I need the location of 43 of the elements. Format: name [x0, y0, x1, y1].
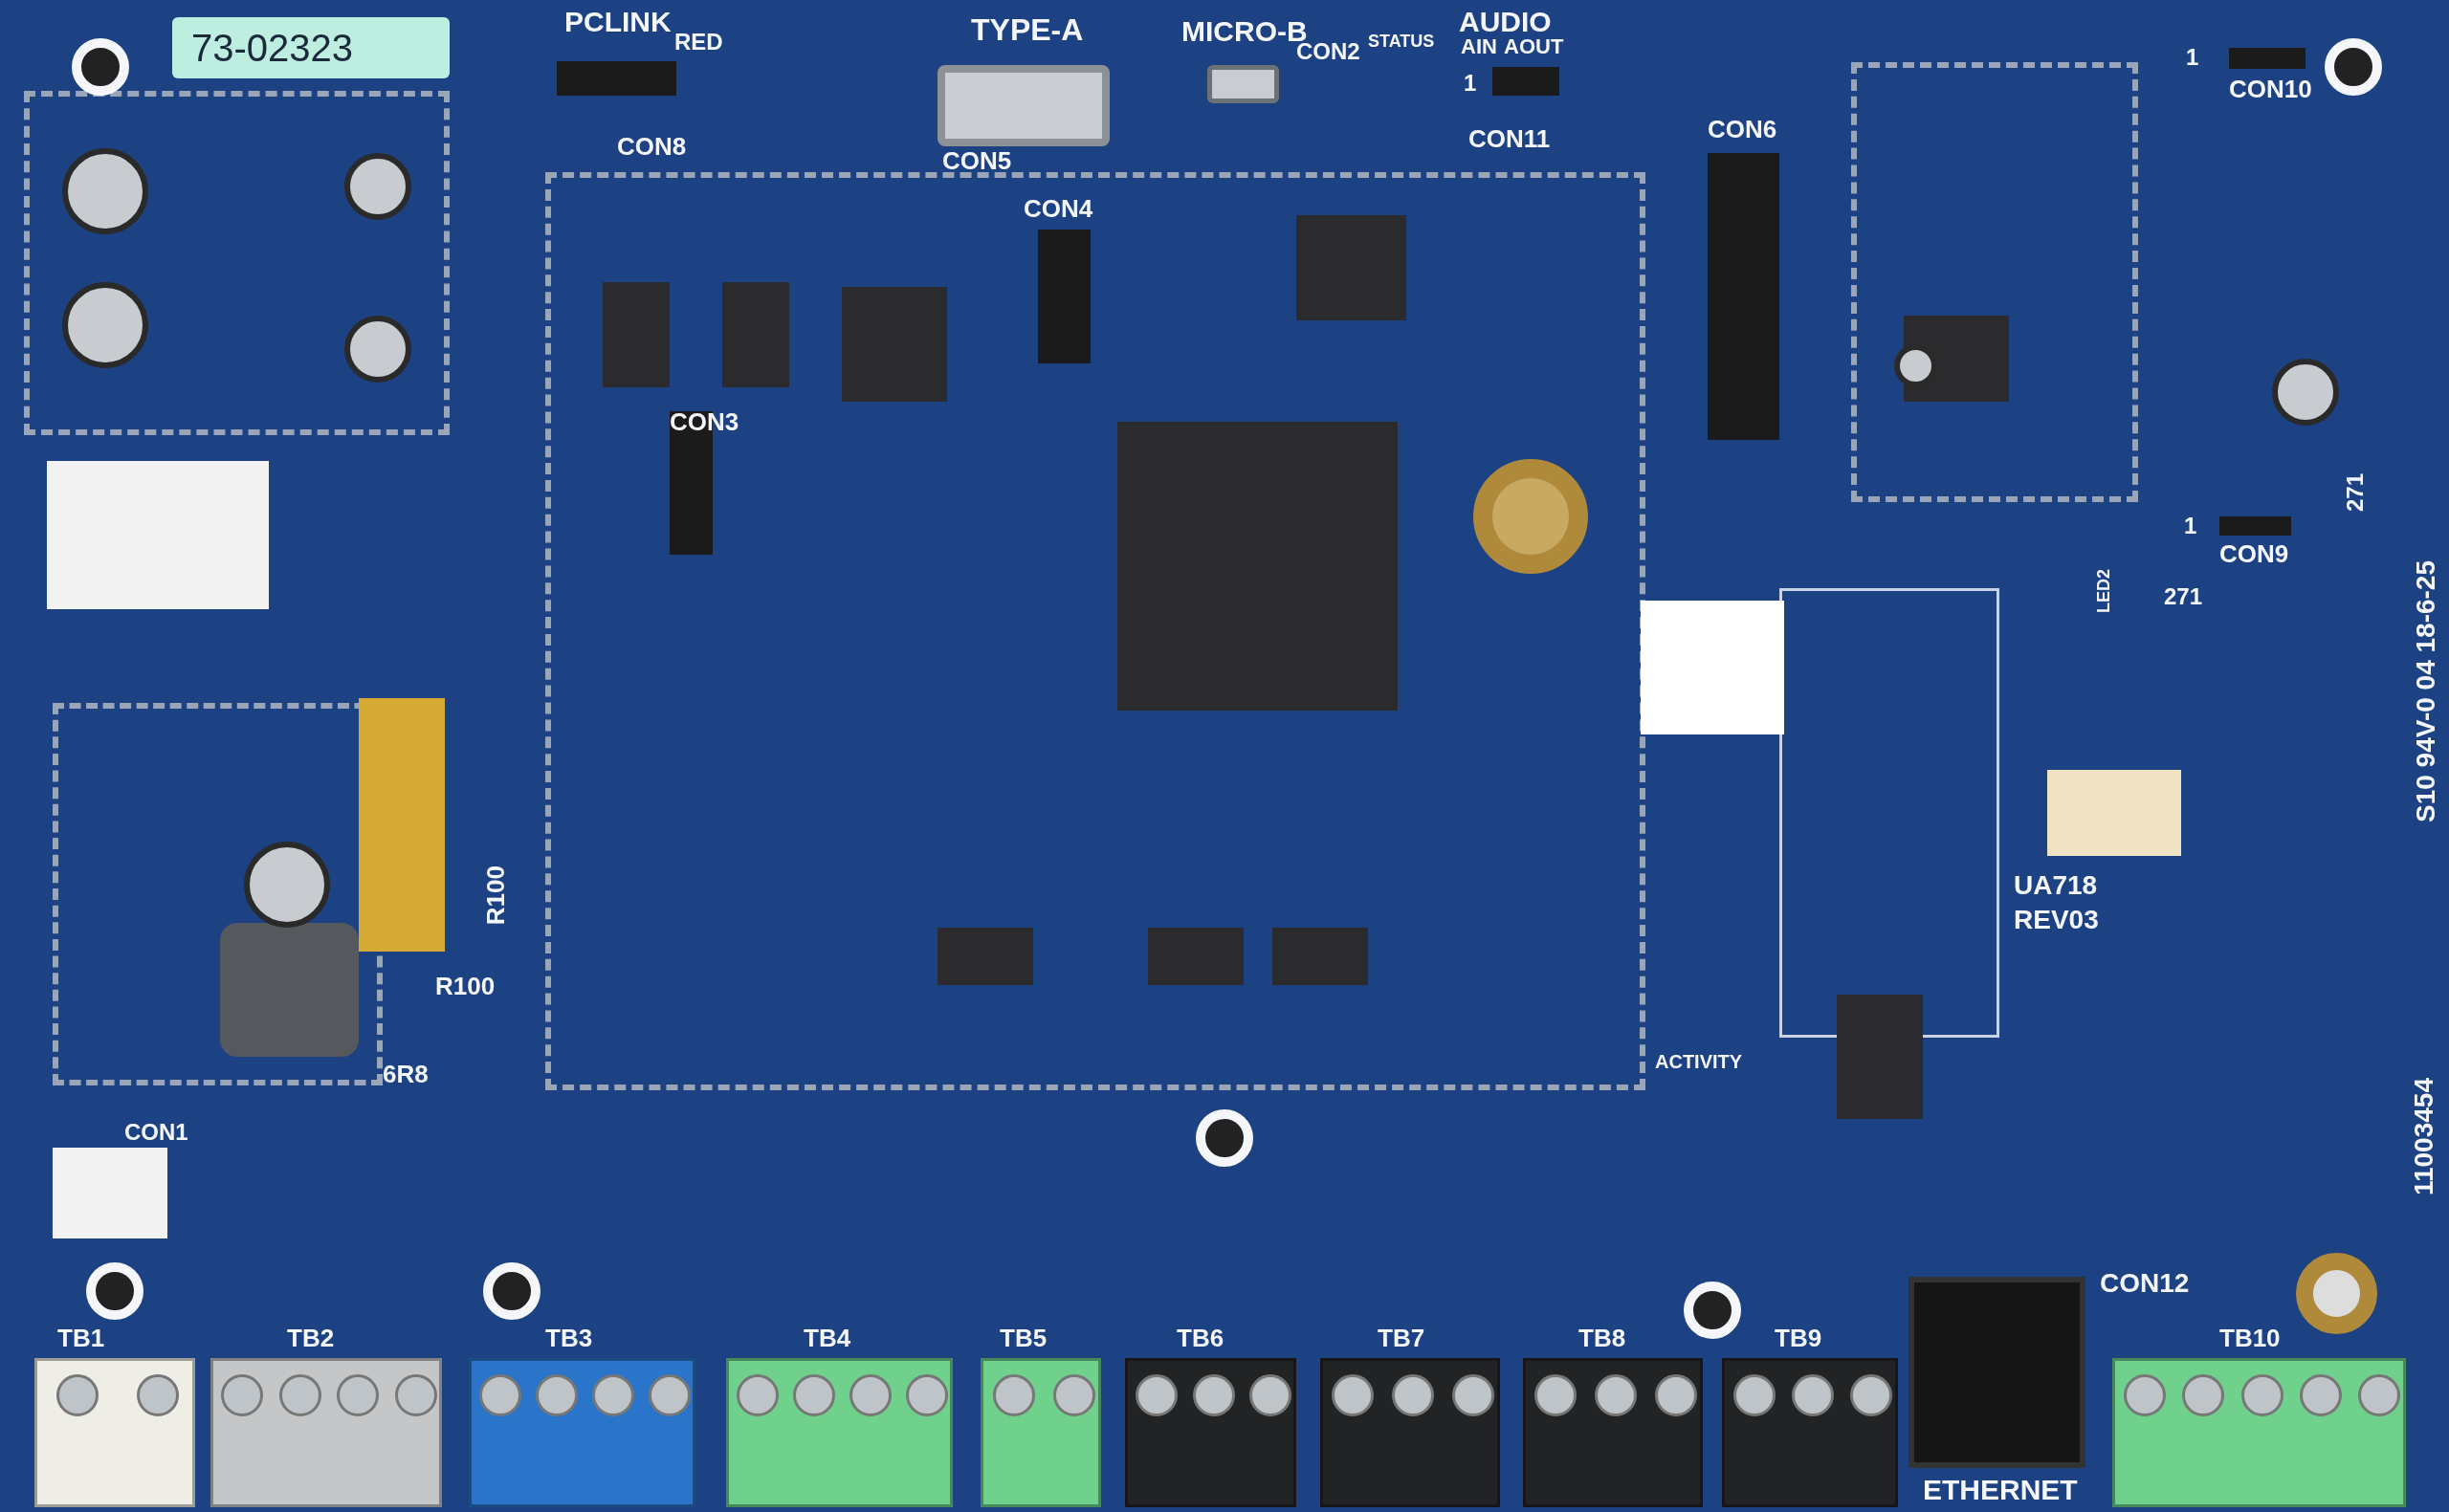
- silkscreen-label: STATUS: [1368, 33, 1435, 50]
- silkscreen-label: ETHERNET: [1923, 1476, 2078, 1504]
- silkscreen-label: CON11: [1468, 126, 1551, 151]
- silkscreen-label: AIN: [1461, 36, 1497, 57]
- silkscreen-label: UA718: [2014, 872, 2098, 899]
- silkscreen-label: TYPE-A: [971, 14, 1084, 45]
- silkscreen-label: R100: [483, 866, 508, 926]
- silkscreen-label: RED: [674, 31, 723, 54]
- silkscreen-label: 1: [2184, 515, 2197, 537]
- silkscreen-label: 1: [2186, 46, 2199, 69]
- silkscreen-label: R100: [435, 974, 496, 998]
- silkscreen-label: AUDIO: [1459, 8, 1552, 36]
- silkscreen-label: 1: [1464, 72, 1477, 95]
- silkscreen-label: 11003454: [2411, 1077, 2438, 1195]
- terminal-label: TB4: [804, 1326, 851, 1350]
- terminal-label: TB9: [1775, 1326, 1822, 1350]
- silkscreen-label: CON3: [670, 409, 739, 434]
- silkscreen-label: ACTIVITY: [1655, 1052, 1743, 1071]
- silkscreen-label: CON12: [2100, 1270, 2190, 1297]
- silkscreen-label: CON1: [124, 1121, 188, 1144]
- part-number-sticker: 73-02323: [172, 17, 450, 78]
- silkscreen-label: CON5: [942, 148, 1012, 173]
- silkscreen-label: CON4: [1024, 196, 1093, 221]
- silkscreen-label: CON9: [2219, 541, 2289, 566]
- silkscreen-label: S10 94V-0 04 18-6-25: [2413, 560, 2439, 822]
- silkscreen-label: 6R8: [383, 1062, 429, 1086]
- silkscreen-label: PCLINK: [564, 8, 672, 36]
- silkscreen-label: AOUT: [1504, 36, 1564, 57]
- terminal-label: TB3: [545, 1326, 593, 1350]
- silkscreen-label: LED2: [2095, 569, 2112, 613]
- terminal-label: TB5: [1000, 1326, 1048, 1350]
- silkscreen-label: CON6: [1708, 117, 1777, 142]
- silkscreen-label: 271: [2164, 585, 2203, 608]
- terminal-label: TB2: [287, 1326, 335, 1350]
- silkscreen-label: 271: [2344, 473, 2367, 513]
- silkscreen-label: REV03: [2014, 907, 2099, 933]
- terminal-label: TB7: [1378, 1326, 1425, 1350]
- terminal-label: TB10: [2219, 1326, 2281, 1350]
- terminal-label: TB6: [1177, 1326, 1224, 1350]
- terminal-label: TB8: [1578, 1326, 1626, 1350]
- terminal-label: TB1: [57, 1326, 105, 1350]
- silkscreen-label: CON8: [617, 134, 687, 159]
- silkscreen-label: CON10: [2229, 77, 2312, 101]
